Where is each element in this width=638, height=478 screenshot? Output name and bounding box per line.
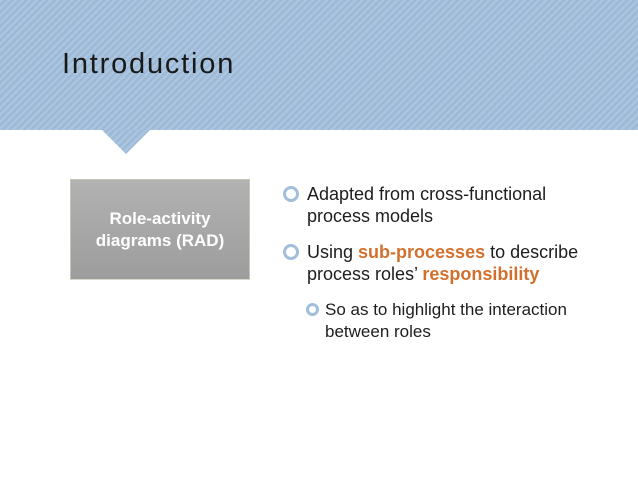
text-segment: responsibility xyxy=(422,264,540,284)
bullet-text-2: Using sub-processes to describe process … xyxy=(307,241,607,285)
rad-box-line2: diagrams (RAD) xyxy=(95,230,225,250)
text-segment: Adapted from cross-functional process mo… xyxy=(307,184,547,226)
header-band-notch xyxy=(102,130,150,154)
text-segment: to describe process roles’ xyxy=(307,242,579,284)
sub-bullet-text: So as to highlight the interaction betwe… xyxy=(325,299,630,343)
text-segment: Using xyxy=(307,242,359,262)
sub-bullet-ring-icon xyxy=(306,303,319,316)
rad-box-line1: Role-activity xyxy=(109,209,211,228)
bullet-ring-icon xyxy=(283,186,299,202)
bullet-text-1: Adapted from cross-functional process mo… xyxy=(307,183,607,227)
slide-title: Introduction xyxy=(62,48,236,80)
header-band xyxy=(0,0,638,130)
rad-box: Role-activity diagrams (RAD) xyxy=(70,179,250,280)
text-segment: So as to highlight the interaction betwe… xyxy=(325,300,567,341)
text-segment: sub-processes xyxy=(358,242,486,262)
bullet-ring-icon xyxy=(283,244,299,260)
